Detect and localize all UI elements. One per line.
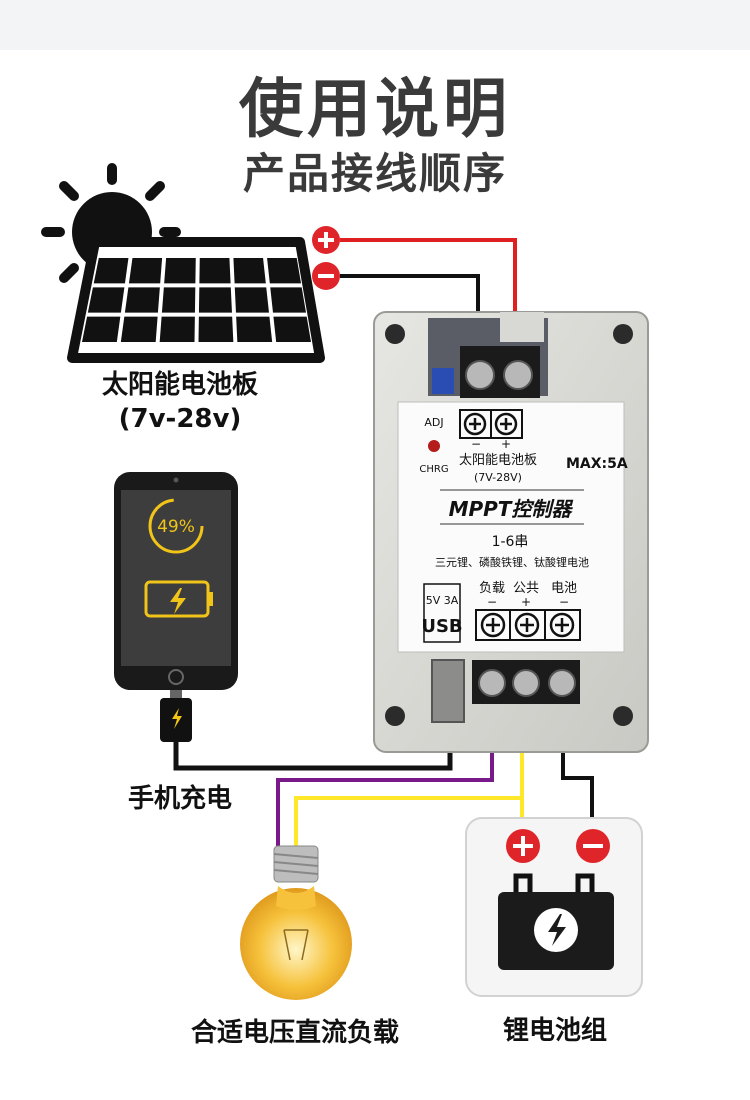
usb-spec: 5V 3A [426,594,459,607]
out-label-load: 负载 [479,581,505,596]
input-label: 太阳能电池板 [459,453,537,468]
charge-led-icon [428,440,440,452]
solar-cell [159,316,195,342]
solar-panel-range: (7v-28v) [118,404,242,434]
solar-cell [87,287,125,313]
battery-types-label: 三元锂、磷酸铁锂、钛酸锂电池 [435,555,589,569]
solar-cell [82,316,121,342]
solar-cell [270,287,307,313]
solar-cell [234,287,269,313]
svg-text:+: + [521,595,531,609]
solar-cell [128,258,163,284]
solar-cell [267,258,302,284]
solar-cell [236,316,273,342]
solar-cell [199,258,231,284]
solar-panel-name: 太阳能电池板 [101,370,258,400]
usb-plug-icon [160,690,192,742]
solar-cell [198,316,234,342]
solar-cell [93,258,129,284]
usb-label: USB [421,616,462,637]
solar-panel-icon [67,237,325,363]
solar-cell [124,287,160,313]
svg-text:−: − [487,595,497,609]
solar-cell [164,258,196,284]
phone-battery-icon [144,580,213,618]
phone-charge-label: 手机充电 [127,784,232,814]
battery-pack-label: 锂电池组 [502,1016,607,1046]
solar-cell [198,287,232,313]
input-range: (7V-28V) [474,471,522,484]
solar-cell [161,287,196,313]
page-subtitle: 产品接线顺序 [242,149,507,198]
solar-negative-marker [312,262,340,290]
solar-cell [233,258,266,284]
usb-spec-box [423,583,461,643]
load-label: 合适电压直流负载 [190,1018,399,1048]
chrg-label: CHRG [419,464,448,475]
output-terminal-icon [475,609,581,641]
solar-cell [120,316,158,342]
max-current-label: MAX:5A [566,456,628,472]
svg-text:+: + [501,437,511,451]
out-label-battery: 电池 [551,581,577,596]
phone-battery-percent: 49% [157,517,195,537]
controller-label: ADJ CHRG − + 太阳能电池板 (7V-28V) MAX:5A MPPT… [419,409,628,643]
page-title: 使用说明 [239,73,511,147]
series-label: 1-6串 [492,534,529,550]
phone-icon: 49% [114,472,238,690]
out-label-common: 公共 [513,581,539,596]
solar-cell [273,316,311,342]
light-bulb-icon [240,845,352,1000]
adj-label: ADJ [424,416,443,429]
input-terminal-icon [459,409,523,439]
mppt-controller [373,311,649,753]
solar-positive-marker [312,226,340,254]
controller-name: MPPT控制器 [449,497,574,521]
battery-pack-icon [465,817,643,997]
svg-text:−: − [471,437,481,451]
svg-text:−: − [559,595,569,609]
solar-panel-label: 太阳能电池板 (7v-28v) [80,368,280,436]
top-band [0,0,750,50]
